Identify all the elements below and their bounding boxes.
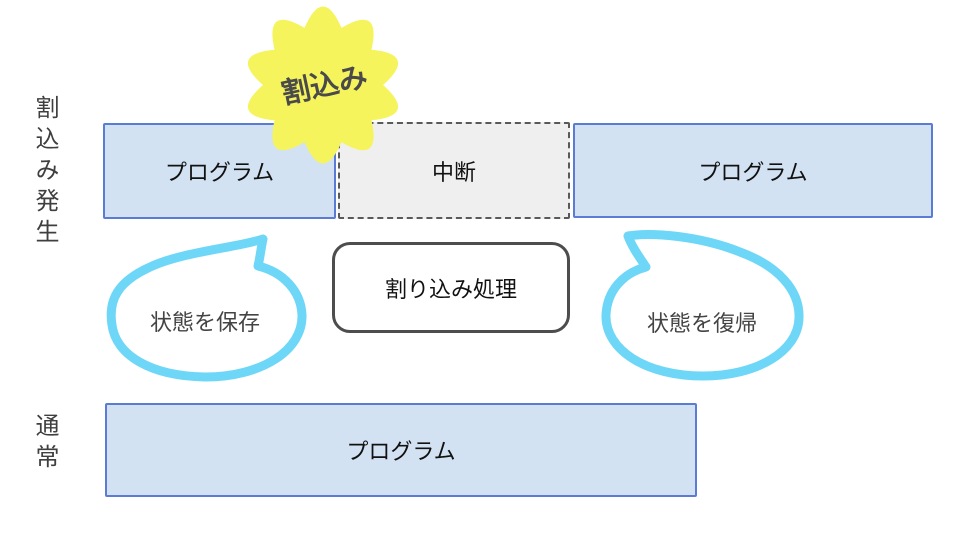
row-label-normal: 通常 (31, 413, 58, 475)
save-state-label: 状態を保存 (149, 310, 260, 335)
row-label-interrupt-occurs: 割込み発生 (31, 95, 58, 250)
program-box-before-interrupt: プログラム (103, 123, 336, 219)
interrupt-burst-label: 割込み (278, 61, 371, 111)
program-box-after-interrupt: プログラム (573, 123, 933, 218)
interrupt-handler-callout: 割り込み処理 (332, 242, 570, 333)
restore-state-label: 状態を復帰 (646, 311, 757, 336)
program-box-normal: プログラム (105, 403, 697, 497)
pause-box: 中断 (338, 122, 570, 219)
